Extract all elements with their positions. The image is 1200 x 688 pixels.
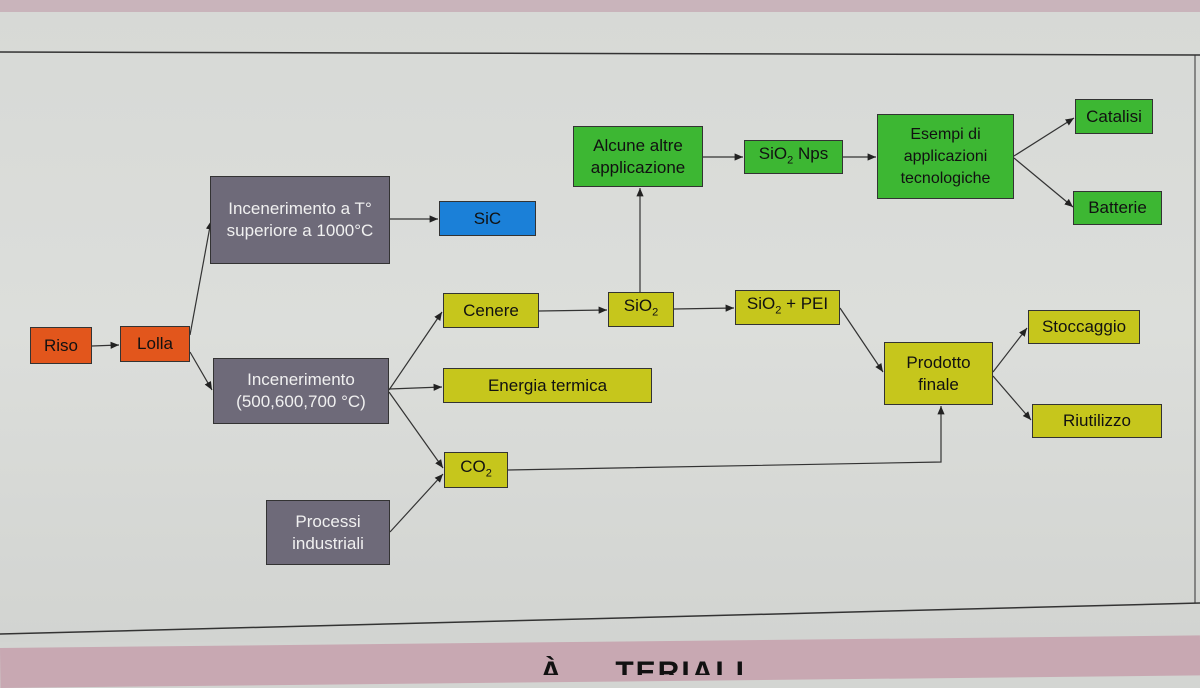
- node-sio2: SiO2: [608, 292, 674, 327]
- node-incenerimento-basso: Incenerimento (500,600,700 °C): [213, 358, 389, 424]
- node-label: CO2: [460, 456, 492, 480]
- node-label: SiO2 Nps: [758, 143, 829, 167]
- node-prodotto-finale: Prodotto finale: [884, 342, 993, 405]
- footer-title: À ... TERIALI: [540, 656, 746, 675]
- node-label: SiO2 + PEI: [746, 294, 829, 317]
- node-energia-termica: Energia termica: [443, 368, 652, 403]
- node-co2: CO2: [444, 452, 508, 488]
- node-sio2-pei: SiO2 + PEI: [735, 290, 840, 325]
- node-label: Batterie: [1088, 198, 1147, 217]
- node-lolla: Lolla: [120, 326, 190, 362]
- node-label: Lolla: [137, 334, 173, 353]
- node-stoccaggio: Stoccaggio: [1028, 310, 1140, 344]
- top-band: [0, 0, 1200, 12]
- node-processi-industriali: Processi industriali: [266, 500, 390, 565]
- node-batterie: Batterie: [1073, 191, 1162, 225]
- node-catalisi: Catalisi: [1075, 99, 1153, 134]
- node-label: Energia termica: [487, 375, 608, 395]
- node-label: Processi industriali: [292, 511, 364, 553]
- node-riutilizzo: Riutilizzo: [1032, 404, 1162, 438]
- node-label: SiC: [473, 208, 502, 228]
- node-incenerimento-alto: Incenerimento a T° superiore a 1000°C: [210, 176, 390, 264]
- node-label: SiO2: [623, 296, 659, 319]
- node-label: Alcune altre applicazione: [590, 135, 686, 177]
- node-label: Stoccaggio: [1041, 317, 1127, 336]
- node-label: Incenerimento a T° superiore a 1000°C: [226, 199, 374, 240]
- node-esempi-applicazioni: Esempi di applicazioni tecnologiche: [877, 114, 1014, 199]
- node-sio2-nps: SiO2 Nps: [744, 140, 843, 174]
- node-label: Prodotto finale: [906, 352, 971, 394]
- node-label: Cenere: [463, 300, 519, 320]
- node-riso: Riso: [30, 327, 92, 364]
- node-cenere: Cenere: [443, 293, 539, 328]
- node-label: Riso: [43, 335, 78, 355]
- node-alcune-altre-applicazione: Alcune altre applicazione: [573, 126, 703, 187]
- node-label: Esempi di applicazioni tecnologiche: [900, 125, 991, 187]
- node-label: Incenerimento (500,600,700 °C): [236, 370, 366, 411]
- node-label: Catalisi: [1086, 106, 1142, 126]
- node-sic: SiC: [439, 201, 536, 236]
- node-label: Riutilizzo: [1062, 411, 1132, 430]
